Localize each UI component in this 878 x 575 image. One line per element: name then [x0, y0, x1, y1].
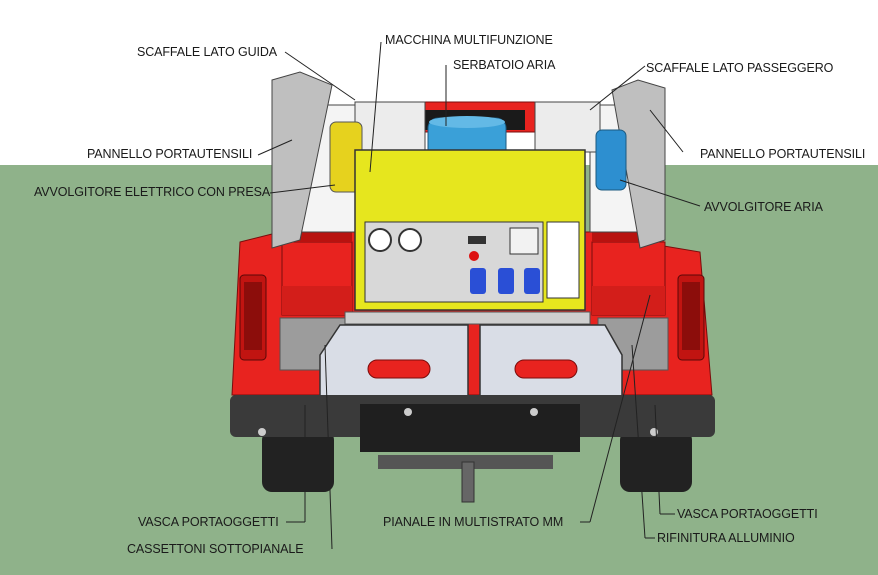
label-macchina-multifunzione: MACCHINA MULTIFUNZIONE	[385, 33, 553, 47]
label-scaffale-lato-guida: SCAFFALE LATO GUIDA	[137, 45, 278, 59]
label-avvolgitore-elettrico: AVVOLGITORE ELETTRICO CON PRESA	[34, 185, 271, 199]
air-reel	[595, 129, 627, 191]
tow-hitch	[461, 461, 475, 503]
label-avvolgitore-aria: AVVOLGITORE ARIA	[704, 200, 823, 214]
label-pianale-multistrato: PIANALE IN MULTISTRATO MM	[383, 515, 564, 529]
leader-lines	[257, 41, 701, 550]
label-scaffale-lato-passeggero: SCAFFALE LATO PASSEGGERO	[646, 61, 834, 75]
label-vasca-portaoggetti-left: VASCA PORTAOGGETTI	[138, 515, 279, 529]
label-cassettoni-sottopianale: CASSETTONI SOTTOPIANALE	[127, 542, 304, 556]
bumper	[230, 395, 715, 503]
bed-drawers	[319, 311, 623, 401]
multifunction-machine	[354, 149, 586, 311]
label-serbatoio-aria: SERBATOIO ARIA	[453, 58, 556, 72]
label-pannello-portautensili-right: PANNELLO PORTAUTENSILI	[700, 147, 866, 161]
tires	[262, 430, 692, 492]
label-rifinitura-alluminio: RIFINITURA ALLUMINIO	[657, 531, 795, 545]
label-vasca-portaoggetti-right: VASCA PORTAOGGETTI	[677, 507, 818, 521]
tool-panels	[271, 71, 666, 249]
label-pannello-portautensili-left: PANNELLO PORTAUTENSILI	[87, 147, 253, 161]
